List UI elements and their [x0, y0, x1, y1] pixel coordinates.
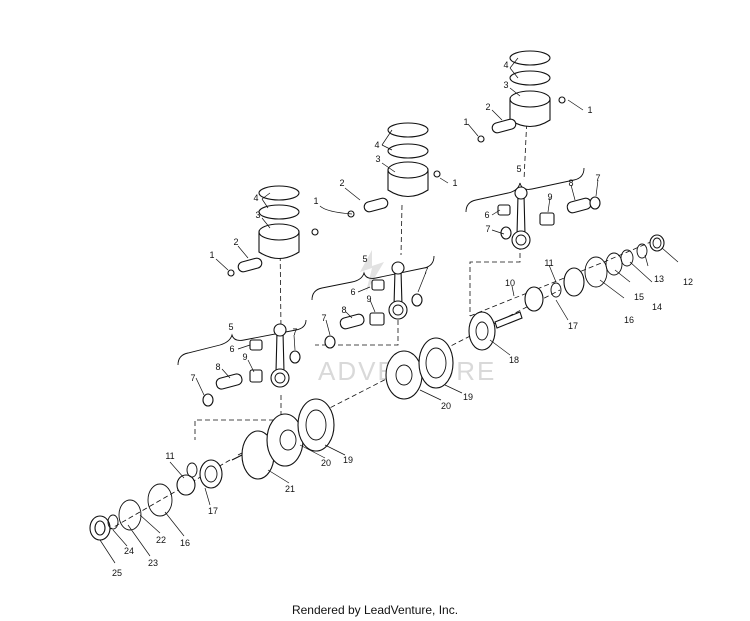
- callout-4: 4: [253, 193, 258, 203]
- callout-7: 7: [485, 224, 490, 234]
- callout-9: 9: [242, 352, 247, 362]
- callout-5: 5: [228, 322, 233, 332]
- callout-16: 16: [624, 315, 634, 325]
- callout-7: 7: [423, 266, 428, 276]
- piston-left: [227, 185, 319, 277]
- callout-17: 17: [208, 506, 218, 516]
- callout-11: 11: [544, 258, 553, 268]
- callout-23: 23: [148, 558, 158, 568]
- callout-1: 1: [463, 117, 468, 127]
- crankshaft-assembly: [89, 234, 665, 541]
- callout-6: 6: [350, 287, 355, 297]
- connecting-rod-right: [497, 186, 601, 250]
- callout-10: 10: [505, 278, 515, 288]
- callout-5: 5: [516, 164, 521, 174]
- callout-2: 2: [485, 102, 490, 112]
- callout-1: 1: [452, 178, 457, 188]
- callout-3: 3: [503, 80, 508, 90]
- callout-13: 13: [654, 274, 664, 284]
- callout-1: 1: [587, 105, 592, 115]
- callout-6: 6: [484, 210, 489, 220]
- callout-22: 22: [156, 535, 166, 545]
- connecting-rod-middle: [324, 261, 423, 349]
- callout-20: 20: [441, 401, 451, 411]
- callout-1: 1: [209, 250, 214, 260]
- callout-8: 8: [568, 178, 573, 188]
- callout-8: 8: [341, 305, 346, 315]
- callout-6: 6: [229, 344, 234, 354]
- callout-25: 25: [112, 568, 122, 578]
- callout-labels: 1 2 3 4 1 2 3 4 1 1 2 3 4 1 5 6 7 9 8 7 …: [112, 60, 693, 578]
- group-brackets: [177, 167, 585, 366]
- callout-7: 7: [595, 173, 600, 183]
- callout-24: 24: [124, 546, 134, 556]
- callout-8: 8: [215, 362, 220, 372]
- callout-14: 14: [652, 302, 662, 312]
- callout-19: 19: [463, 392, 473, 402]
- connecting-rod-left: [202, 323, 301, 407]
- callout-21: 21: [285, 484, 295, 494]
- callout-9: 9: [547, 192, 552, 202]
- callout-7: 7: [190, 373, 195, 383]
- piston-right: [477, 50, 566, 143]
- leader-lines: [99, 57, 679, 564]
- callout-19: 19: [343, 455, 353, 465]
- callout-9: 9: [366, 294, 371, 304]
- callout-7: 7: [292, 327, 297, 337]
- callout-1: 1: [313, 196, 318, 206]
- footer-credit: Rendered by LeadVenture, Inc.: [291, 603, 459, 617]
- callout-3: 3: [255, 210, 260, 220]
- callout-7: 7: [321, 313, 326, 323]
- piston-middle: [347, 122, 441, 218]
- callout-2: 2: [339, 178, 344, 188]
- callout-11: 11: [165, 451, 174, 461]
- callout-2: 2: [233, 237, 238, 247]
- callout-5: 5: [362, 254, 367, 264]
- callout-20: 20: [321, 458, 331, 468]
- callout-16: 16: [180, 538, 190, 548]
- callout-18: 18: [509, 355, 519, 365]
- callout-3: 3: [375, 154, 380, 164]
- callout-12: 12: [683, 277, 693, 287]
- callout-4: 4: [374, 140, 379, 150]
- callout-4: 4: [503, 60, 508, 70]
- callout-15: 15: [634, 292, 644, 302]
- callout-17: 17: [568, 321, 578, 331]
